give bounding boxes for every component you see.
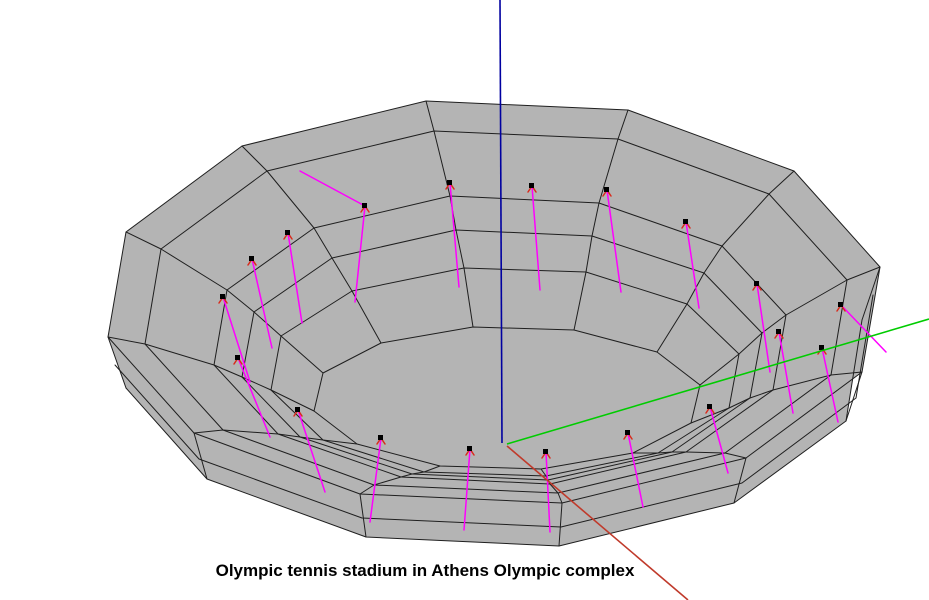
node-dot bbox=[447, 180, 452, 185]
node-dot bbox=[776, 329, 781, 334]
load-vector bbox=[463, 448, 471, 531]
radial-edge bbox=[573, 109, 629, 331]
load-vector bbox=[299, 170, 366, 207]
wall-mid-band bbox=[114, 294, 874, 528]
node-dot bbox=[683, 219, 688, 224]
radial-edge bbox=[125, 231, 324, 374]
node-dot bbox=[754, 281, 759, 286]
node-dot bbox=[707, 404, 712, 409]
wall-edge bbox=[193, 432, 208, 480]
load-vector bbox=[222, 296, 251, 383]
load-vector bbox=[237, 357, 271, 438]
radial-edge bbox=[690, 371, 863, 424]
wall-edge bbox=[359, 493, 367, 538]
load-vector bbox=[251, 258, 273, 349]
load-vector bbox=[821, 347, 839, 423]
load-vector bbox=[369, 437, 382, 523]
radial-edge bbox=[193, 429, 358, 445]
radial-edge bbox=[359, 465, 441, 495]
load-vector bbox=[531, 185, 541, 291]
stadium-front-wall bbox=[108, 267, 880, 546]
y-axis-line bbox=[506, 318, 929, 445]
load-vector bbox=[287, 232, 303, 324]
radial-edge bbox=[699, 266, 881, 386]
load-vector bbox=[685, 221, 700, 309]
load-vector bbox=[840, 304, 887, 353]
z-axis-line bbox=[499, 0, 503, 444]
load-vector bbox=[756, 283, 771, 373]
radial-edge bbox=[632, 451, 747, 459]
load-vector bbox=[297, 409, 326, 493]
radial-edge bbox=[107, 336, 315, 412]
load-vector bbox=[449, 182, 460, 288]
structure-nodes bbox=[220, 180, 843, 454]
wall-edge bbox=[733, 457, 747, 504]
node-dot bbox=[838, 302, 843, 307]
node-dot bbox=[235, 355, 240, 360]
node-dot bbox=[625, 430, 630, 435]
wall-edge bbox=[861, 266, 881, 321]
node-dot bbox=[285, 230, 290, 235]
node-dot bbox=[249, 256, 254, 261]
radial-edge bbox=[241, 145, 382, 344]
x-axis-line bbox=[506, 445, 689, 600]
node-dot bbox=[378, 435, 383, 440]
node-dot bbox=[362, 203, 367, 208]
node-dot bbox=[819, 345, 824, 350]
node-dot bbox=[295, 407, 300, 412]
model-caption: Olympic tennis stadium in Athens Olympic… bbox=[215, 561, 635, 580]
node-dot bbox=[467, 446, 472, 451]
node-dot bbox=[220, 294, 225, 299]
node-dot bbox=[529, 183, 534, 188]
stadium-top-surface bbox=[108, 101, 880, 503]
wall-edge bbox=[558, 502, 563, 547]
stadium-body-fill bbox=[108, 101, 880, 546]
load-vector bbox=[354, 205, 366, 303]
wall-edge bbox=[107, 336, 127, 389]
load-vectors bbox=[222, 170, 887, 533]
load-vector bbox=[709, 406, 729, 474]
wall-edge bbox=[845, 371, 863, 422]
stadium-wireframe bbox=[107, 100, 881, 547]
load-vector bbox=[545, 451, 551, 533]
load-vector bbox=[778, 331, 794, 414]
radial-edge bbox=[656, 170, 795, 353]
load-vector bbox=[606, 189, 622, 293]
load-vector bbox=[627, 432, 644, 508]
node-dot bbox=[543, 449, 548, 454]
node-dot bbox=[604, 187, 609, 192]
